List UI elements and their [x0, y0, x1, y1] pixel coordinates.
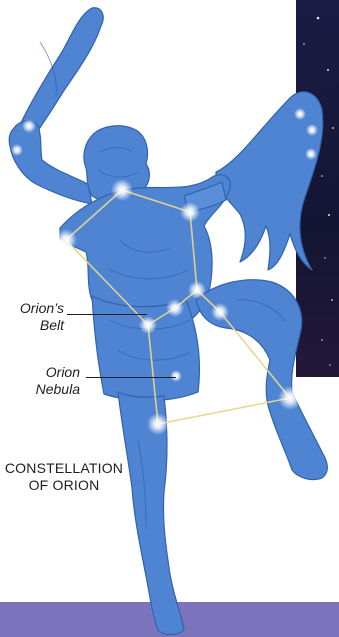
- star-glow-icon: [278, 386, 302, 410]
- star-glow-icon: [55, 229, 77, 251]
- star-glow-icon: [294, 108, 306, 120]
- star-glow-icon: [147, 413, 169, 435]
- star-glow-icon: [180, 202, 200, 222]
- star-glow-icon: [305, 148, 317, 160]
- orions-belt-leader: [67, 314, 147, 315]
- star-glow-icon: [306, 124, 318, 136]
- star-glow-icon: [211, 303, 229, 321]
- star-glow-icon: [170, 370, 182, 382]
- star-glow-icon: [22, 119, 36, 133]
- raised-arm: [9, 121, 92, 204]
- star-glow-icon: [139, 316, 157, 334]
- star-glow-icon: [166, 299, 184, 317]
- star-glow-icon: [188, 281, 206, 299]
- tunic: [92, 296, 200, 401]
- constellation-caption: CONSTELLATION OF ORION: [2, 460, 126, 494]
- caption-line1: CONSTELLATION: [2, 460, 126, 477]
- caption-line2: OF ORION: [2, 477, 126, 494]
- orion-nebula-line2: Nebula: [0, 381, 80, 398]
- orion-nebula-label: Orion Nebula: [0, 364, 80, 398]
- orion-nebula-leader: [86, 377, 176, 378]
- orions-belt-line1: Orion’s: [0, 300, 64, 317]
- orions-belt-line2: Belt: [0, 317, 64, 334]
- orions-belt-label: Orion’s Belt: [0, 300, 64, 334]
- star-glow-icon: [111, 179, 133, 201]
- orion-nebula-line1: Orion: [0, 364, 80, 381]
- star-glow-icon: [11, 144, 23, 156]
